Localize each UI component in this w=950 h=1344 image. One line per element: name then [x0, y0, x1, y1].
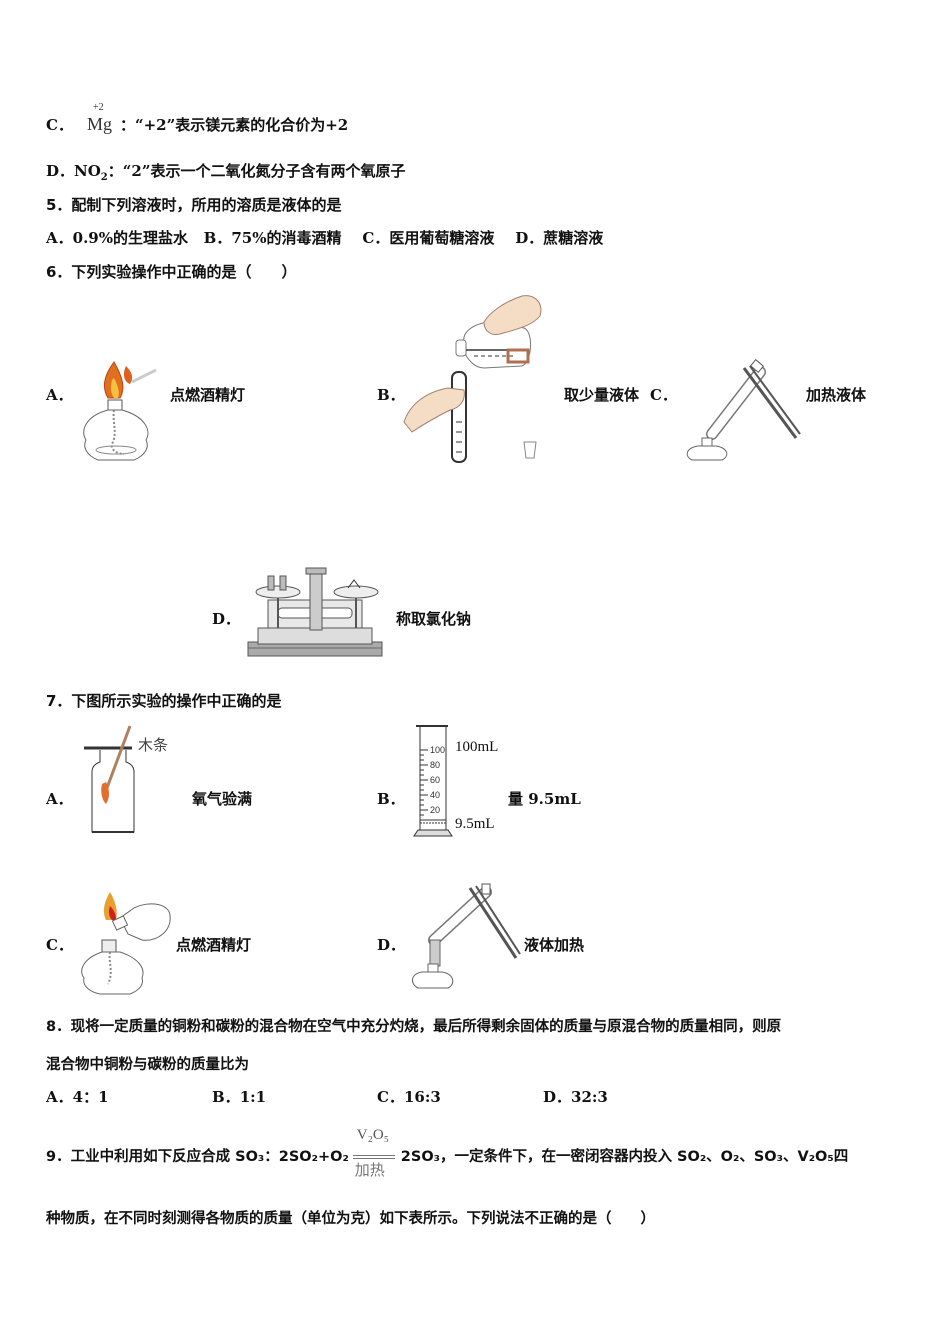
graduated-cylinder-icon [413, 725, 453, 837]
reaction-products-and-text: 2SO₃，一定条件下，在一密闭容器内投入 SO₂、O₂、SO₃、V₂O₅四 [400, 1149, 849, 1165]
tick-label: 60 [430, 775, 441, 785]
gas-jar-with-splint-icon [84, 725, 135, 833]
tick-label: 20 [430, 805, 441, 815]
q8-option-d: D．32:3 [543, 1087, 608, 1107]
option-label: D． [46, 162, 75, 180]
option-c-label: C． [362, 229, 390, 247]
heating-test-tube-over-lamp-icon [686, 359, 801, 461]
q6-option-a-label: A． [46, 386, 73, 404]
q7-option-c-caption: 点燃酒精灯 [176, 936, 252, 954]
q7-option-c-label: C． [46, 936, 73, 954]
q6-option-d-caption: 称取氯化钠 [396, 610, 472, 628]
q6-stem: 6．下列实验操作中正确的是（ ） [46, 263, 297, 281]
reaction-condition: V₂O₅ 加热 [352, 1127, 397, 1179]
q8-stem-line1: 8．现将一定质量的铜粉和碳粉的混合物在空气中充分灼烧，最后所得剩余固体的质量与原… [46, 1019, 782, 1035]
q9-stem-line2: 种物质，在不同时刻测得各物质的质量（单位为克）如下表所示。下列说法不正确的是（ … [46, 1211, 655, 1227]
q6-option-b-label: B． [377, 386, 405, 404]
q8-option-a: A．4：1 [46, 1087, 109, 1107]
q7-option-d-caption: 液体加热 [524, 936, 585, 954]
splint-annotation: 木条 [138, 738, 169, 754]
option-label: A． [46, 1088, 73, 1106]
q6-option-a-caption: 点燃酒精灯 [170, 386, 246, 404]
q8-option-c: C．16:3 [377, 1087, 441, 1107]
formula: NO [74, 162, 101, 180]
q7-stem: 7．下图所示实验的操作中正确的是 [46, 692, 282, 710]
cylinder-tick-labels: 100 80 60 40 20 [430, 743, 445, 818]
option-text: 4：1 [72, 1088, 109, 1106]
element-symbol: Mg [86, 114, 112, 134]
alcohol-lamp-lit-by-match-icon [83, 361, 157, 461]
q6-option-c-label: C． [650, 386, 677, 404]
heating-test-tube-over-lamp-icon [412, 883, 521, 989]
option-label: B． [212, 1088, 240, 1106]
option-a-label: A． [46, 229, 73, 247]
balance-scale-icon [247, 567, 383, 657]
q4-option-d: D．NO2：“2”表示一个二氧化氮分子含有两个氧原子 [46, 161, 405, 188]
q6-option-d-label: D． [212, 610, 241, 628]
q6-option-c-caption: 加热液体 [806, 386, 867, 404]
q5-options: A．0.9%的生理盐水 B．75%的消毒酒精 C．医用葡萄糖溶液 D．蔗糖溶液 [46, 228, 603, 248]
cylinder-capacity-annotation: 100mL [455, 739, 499, 755]
heating-label: 加热 [354, 1163, 385, 1179]
q9-stem-line1: 9．工业中利用如下反应合成 SO₃：2SO₂+O₂ V₂O₅ 加热 2SO₃，一定条件… [46, 1127, 849, 1179]
option-b-text: 75%的消毒酒精 [231, 229, 342, 247]
pouring-reagent-bottle-into-test-tube-icon [403, 295, 542, 463]
tick-label: 40 [430, 790, 441, 800]
q8-stem-line2: 混合物中铜粉与碳粉的质量比为 [46, 1057, 249, 1073]
option-label: C． [46, 116, 73, 134]
option-d-text: 蔗糖溶液 [543, 229, 604, 247]
option-b-label: B． [203, 229, 232, 247]
q7-option-a-caption: 氧气验满 [192, 790, 253, 808]
option-text: 16:3 [403, 1088, 441, 1106]
option-text: 1:1 [239, 1088, 267, 1106]
q7-option-a-label: A． [46, 790, 73, 808]
option-c-text: 医用葡萄糖溶液 [389, 229, 495, 247]
catalyst-label: V₂O₅ [356, 1127, 389, 1143]
cylinder-volume-annotation: 9.5mL [455, 816, 495, 832]
q7-option-b-caption: 量 9.5mL [508, 790, 581, 808]
option-text: ：“+2”表示镁元素的化合价为+2 [119, 116, 349, 134]
q5-stem: 5．配制下列溶液时，所用的溶质是液体的是 [46, 196, 342, 214]
valence-superscript: +2 [92, 102, 104, 113]
tick-label: 100 [430, 745, 446, 755]
formula-subscript: 2 [100, 172, 108, 183]
lighting-lamp-with-another-lamp-icon [81, 892, 171, 995]
q7-option-b-label: B． [377, 790, 405, 808]
option-label: D． [543, 1088, 572, 1106]
option-text: 32:3 [571, 1088, 608, 1106]
q6-option-b-caption: 取少量液体 [564, 386, 640, 404]
q7-option-d-label: D． [377, 936, 406, 954]
option-label: C． [377, 1088, 404, 1106]
option-a-text: 0.9%的生理盐水 [72, 229, 188, 247]
option-d-label: D． [515, 229, 544, 247]
tick-label: 80 [430, 760, 441, 770]
q8-option-b: B．1:1 [212, 1087, 266, 1107]
option-text: ：“2”表示一个二氧化氮分子含有两个氧原子 [107, 162, 406, 180]
reaction-reactants: 9．工业中利用如下反应合成 SO₃：2SO₂+O₂ [46, 1149, 349, 1165]
